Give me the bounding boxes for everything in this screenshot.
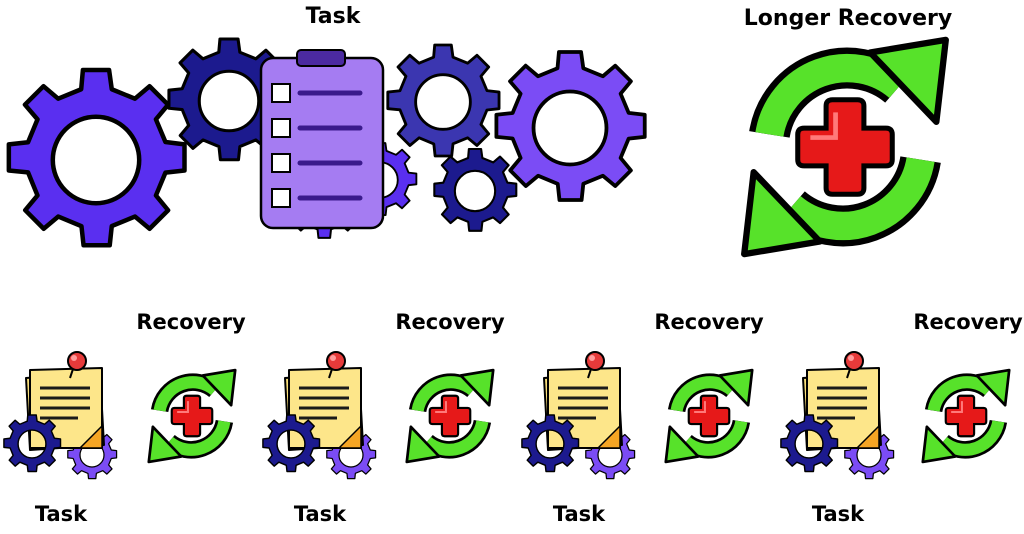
task-label-4: Task xyxy=(811,502,865,526)
recovery-label-1: Recovery xyxy=(136,310,246,334)
longer-recovery-label: Longer Recovery xyxy=(743,6,953,31)
task-icon-3 xyxy=(522,352,635,479)
gear-icon xyxy=(386,43,501,158)
clipboard-icon xyxy=(259,49,385,230)
recovery-icon-3 xyxy=(666,370,752,462)
recovery-icon-2 xyxy=(407,370,493,462)
task-icon-1 xyxy=(4,352,117,479)
recovery-label-4: Recovery xyxy=(913,310,1023,334)
recovery-icon-4 xyxy=(923,370,1009,462)
task-icon-4 xyxy=(781,352,894,479)
top-task-illustration xyxy=(9,37,647,245)
gear-icon xyxy=(9,70,185,245)
longer-recovery-icon xyxy=(744,40,946,254)
task-icon-2 xyxy=(263,352,376,479)
gear-icon xyxy=(433,147,518,232)
task-label-2: Task xyxy=(293,502,347,526)
task-label-1: Task xyxy=(34,502,88,526)
gear-icon xyxy=(494,50,647,202)
recovery-icon-1 xyxy=(149,370,235,462)
recovery-label-3: Recovery xyxy=(654,310,764,334)
top-task-label: Task xyxy=(305,4,361,29)
recovery-label-2: Recovery xyxy=(395,310,505,334)
task-label-3: Task xyxy=(552,502,606,526)
